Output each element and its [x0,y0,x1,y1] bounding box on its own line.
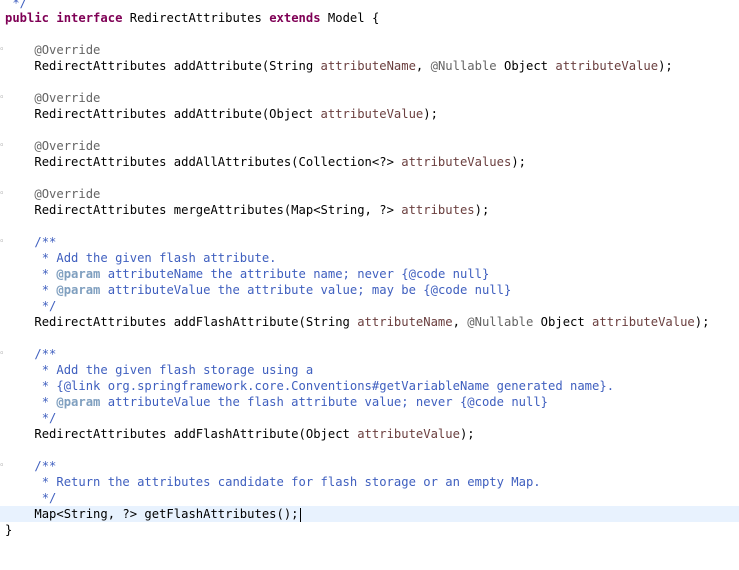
code-line: * {@link org.springframework.core.Conven… [34,379,615,393]
code-line: * @param attributeValue the attribute va… [34,283,512,297]
fold-marker-icon[interactable]: ◦ [0,237,5,247]
code-line: * Add the given flash storage using a [34,363,314,377]
override-annotation: @Override [34,43,101,57]
code-line: * Add the given flash attribute. [34,251,277,265]
code-line: } [0,522,739,538]
javadoc-text: Add the given flash attribute. [56,251,277,265]
method-signature: Map<String, ?> getFlashAttributes(); [34,507,301,522]
interface-declaration: public interface RedirectAttributes exte… [5,10,379,26]
code-line: RedirectAttributes addAttribute(Object a… [0,106,739,122]
javadoc-link-tag: {@link [56,379,101,393]
fold-marker-icon[interactable]: ◦ [0,189,5,199]
fold-marker-icon[interactable]: ◦ [0,93,5,103]
close-brace: } [5,523,13,537]
fold-marker-icon[interactable]: ◦ [0,349,5,359]
keyword-interface: interface [56,11,123,25]
code-line: ◦ @Override [0,138,739,154]
code-line: */ [0,410,739,426]
keyword-extends: extends [269,11,321,25]
method-signature: RedirectAttributes addAttribute(String a… [34,59,673,73]
code-line: public interface RedirectAttributes exte… [0,10,739,26]
parent-name: Model [327,11,365,25]
javadoc-close: */ [34,491,57,505]
javadoc-close: */ [34,411,57,425]
interface-name: RedirectAttributes [129,11,262,25]
code-line: RedirectAttributes addFlashAttribute(Obj… [0,426,739,442]
code-line: RedirectAttributes addFlashAttribute(Str… [0,314,739,330]
open-brace: { [371,11,380,25]
method-signature: RedirectAttributes addFlashAttribute(Obj… [34,427,475,441]
code-line: ◦ @Override [0,42,739,58]
code-line: ◦ /** [0,458,739,474]
comment-end: */ [5,0,28,10]
text-cursor [299,507,301,522]
current-code-line[interactable]: Map<String, ?> getFlashAttributes(); [0,506,739,522]
code-line: ◦ /** [0,346,739,362]
method-signature: RedirectAttributes addFlashAttribute(Str… [34,315,710,329]
code-editor[interactable]: */ public interface RedirectAttributes e… [0,0,739,540]
javadoc-text: Return the attributes candidate for flas… [56,475,541,489]
override-annotation: @Override [34,139,101,153]
code-line: * @param attributeName the attribute nam… [34,267,490,281]
code-line: RedirectAttributes addAllAttributes(Coll… [0,154,739,170]
override-annotation: @Override [34,91,101,105]
override-annotation: @Override [34,187,101,201]
code-line: ◦ @Override [0,186,739,202]
code-line: */ [0,0,739,11]
javadoc-open: /** [34,459,57,473]
javadoc-open: /** [34,347,57,361]
javadoc-close: */ [34,299,57,313]
method-signature: RedirectAttributes addAttribute(Object a… [34,107,438,121]
fold-marker-icon[interactable]: ◦ [0,45,5,55]
code-line: * Return the attributes candidate for fl… [34,475,541,489]
code-line: */ [0,298,739,314]
javadoc-open: /** [34,235,57,249]
javadoc-param-tag: @param [56,267,101,281]
method-signature: RedirectAttributes addAllAttributes(Coll… [34,155,526,169]
keyword-public: public [5,11,50,25]
fold-marker-icon[interactable]: ◦ [0,461,5,471]
code-line: * @param attributeValue the flash attrib… [34,395,549,409]
code-line: RedirectAttributes addAttribute(String a… [0,58,739,74]
code-line: */ [0,490,739,506]
method-signature: RedirectAttributes mergeAttributes(Map<S… [34,203,490,217]
code-line: ◦ @Override [0,90,739,106]
javadoc-text: Add the given flash storage using a [56,363,314,377]
fold-marker-icon[interactable]: ◦ [0,141,5,151]
code-line: ◦ /** [0,234,739,250]
javadoc-param-tag: @param [56,283,101,297]
javadoc-param-tag: @param [56,395,101,409]
code-line: RedirectAttributes mergeAttributes(Map<S… [0,202,739,218]
